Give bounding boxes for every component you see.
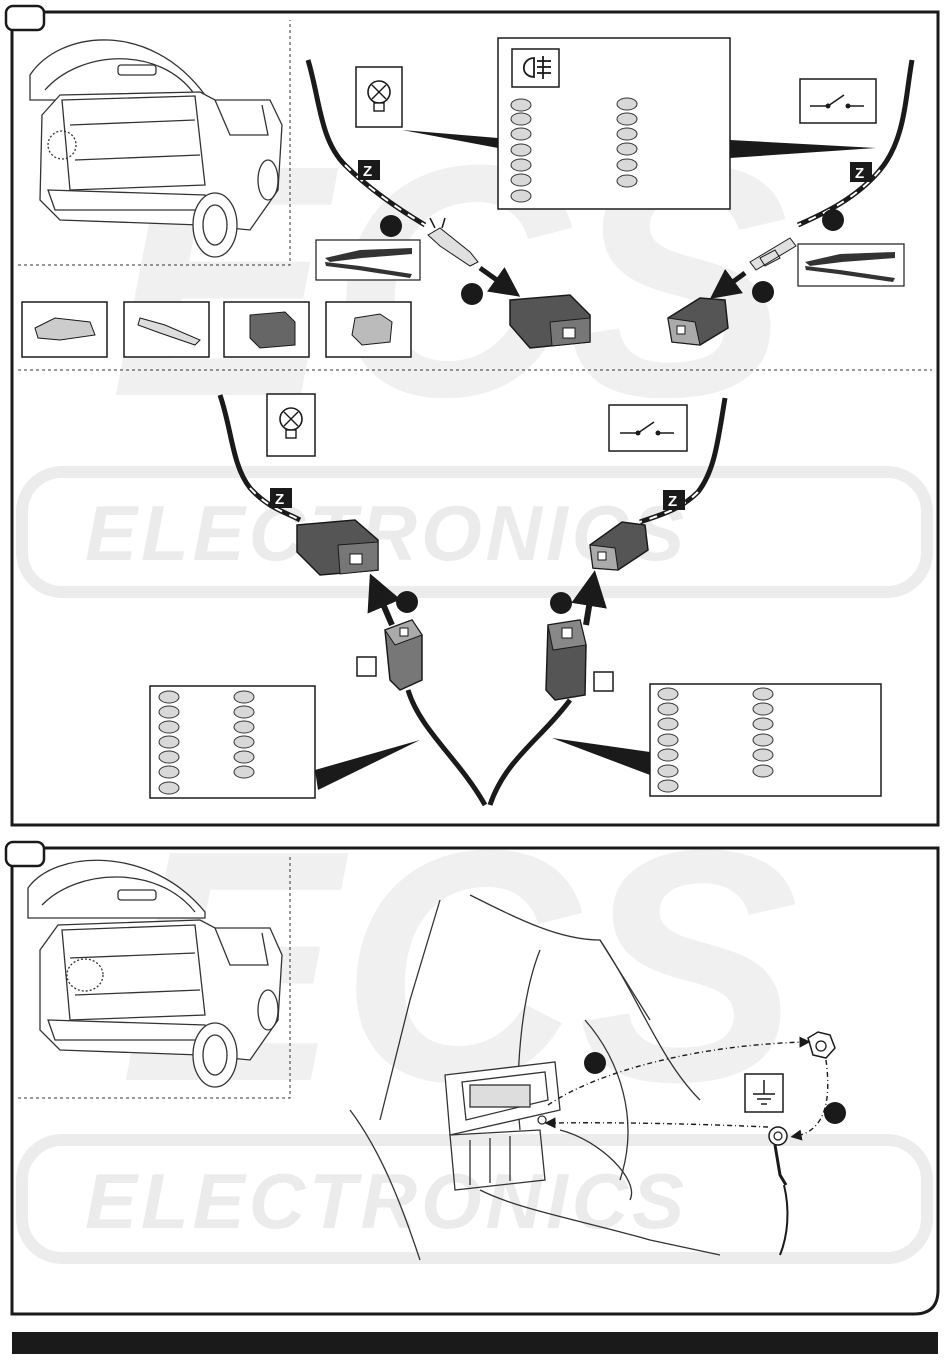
watermark-text-bottom: ELECTRONICS xyxy=(85,1157,688,1245)
checkbox-right[interactable] xyxy=(594,672,613,691)
crimp-tool-right xyxy=(798,244,904,286)
svg-text:Z: Z xyxy=(855,165,864,182)
step-dot xyxy=(550,592,572,614)
step-dot xyxy=(584,1052,606,1074)
step-badge-2 xyxy=(6,842,44,866)
step-dot xyxy=(380,215,402,237)
z-label-mid-right: Z xyxy=(663,490,685,510)
crimp-tool-left xyxy=(316,240,420,280)
step-dot xyxy=(396,591,418,613)
switch-symbol-box-mid xyxy=(609,405,687,451)
nut-icon xyxy=(808,1032,835,1058)
color-code-table-right xyxy=(552,684,881,796)
fog-lamp-symbol xyxy=(512,49,559,87)
svg-text:Z: Z xyxy=(363,163,372,180)
plug-lower-right xyxy=(546,620,586,700)
plug-lower-left xyxy=(385,620,422,690)
svg-text:Z: Z xyxy=(275,491,284,508)
step-dot xyxy=(752,281,774,303)
z-label-top-right: Z xyxy=(850,162,872,182)
step-dot xyxy=(824,1102,846,1124)
footer-bar xyxy=(12,1332,938,1354)
step-dot xyxy=(822,209,844,231)
z-label-top-left: Z xyxy=(358,160,380,180)
switch-symbol-box-top xyxy=(800,79,876,123)
route-nut-to-ring xyxy=(796,1060,828,1136)
svg-text:Z: Z xyxy=(668,493,677,510)
z-label-mid-left: Z xyxy=(270,488,292,508)
checkbox-left[interactable] xyxy=(357,657,376,676)
step-dot xyxy=(461,283,483,305)
step-badge-1 xyxy=(6,6,44,30)
